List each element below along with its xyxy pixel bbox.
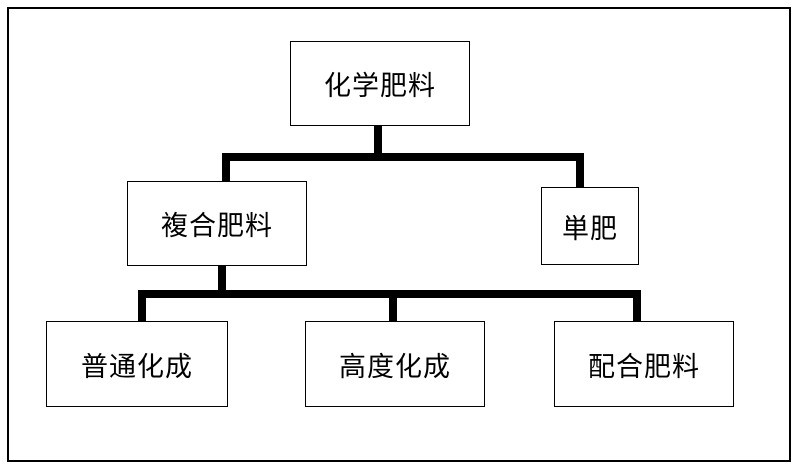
node-label: 単肥 [562, 213, 618, 245]
node-mixed-fertilizer: 配合肥料 [554, 321, 734, 407]
node-label: 配合肥料 [588, 351, 700, 383]
node-label: 普通化成 [81, 351, 193, 383]
node-high-compound: 高度化成 [305, 321, 485, 407]
node-single-fertilizer: 単肥 [541, 187, 639, 265]
diagram-frame [7, 7, 791, 462]
node-label: 高度化成 [339, 351, 451, 383]
node-label: 複合肥料 [161, 211, 273, 242]
node-compound-fertilizer: 複合肥料 [127, 181, 307, 266]
node-label: 化学肥料 [324, 71, 436, 102]
node-chemical-fertilizer: 化学肥料 [290, 41, 470, 126]
node-normal-compound: 普通化成 [46, 321, 228, 407]
